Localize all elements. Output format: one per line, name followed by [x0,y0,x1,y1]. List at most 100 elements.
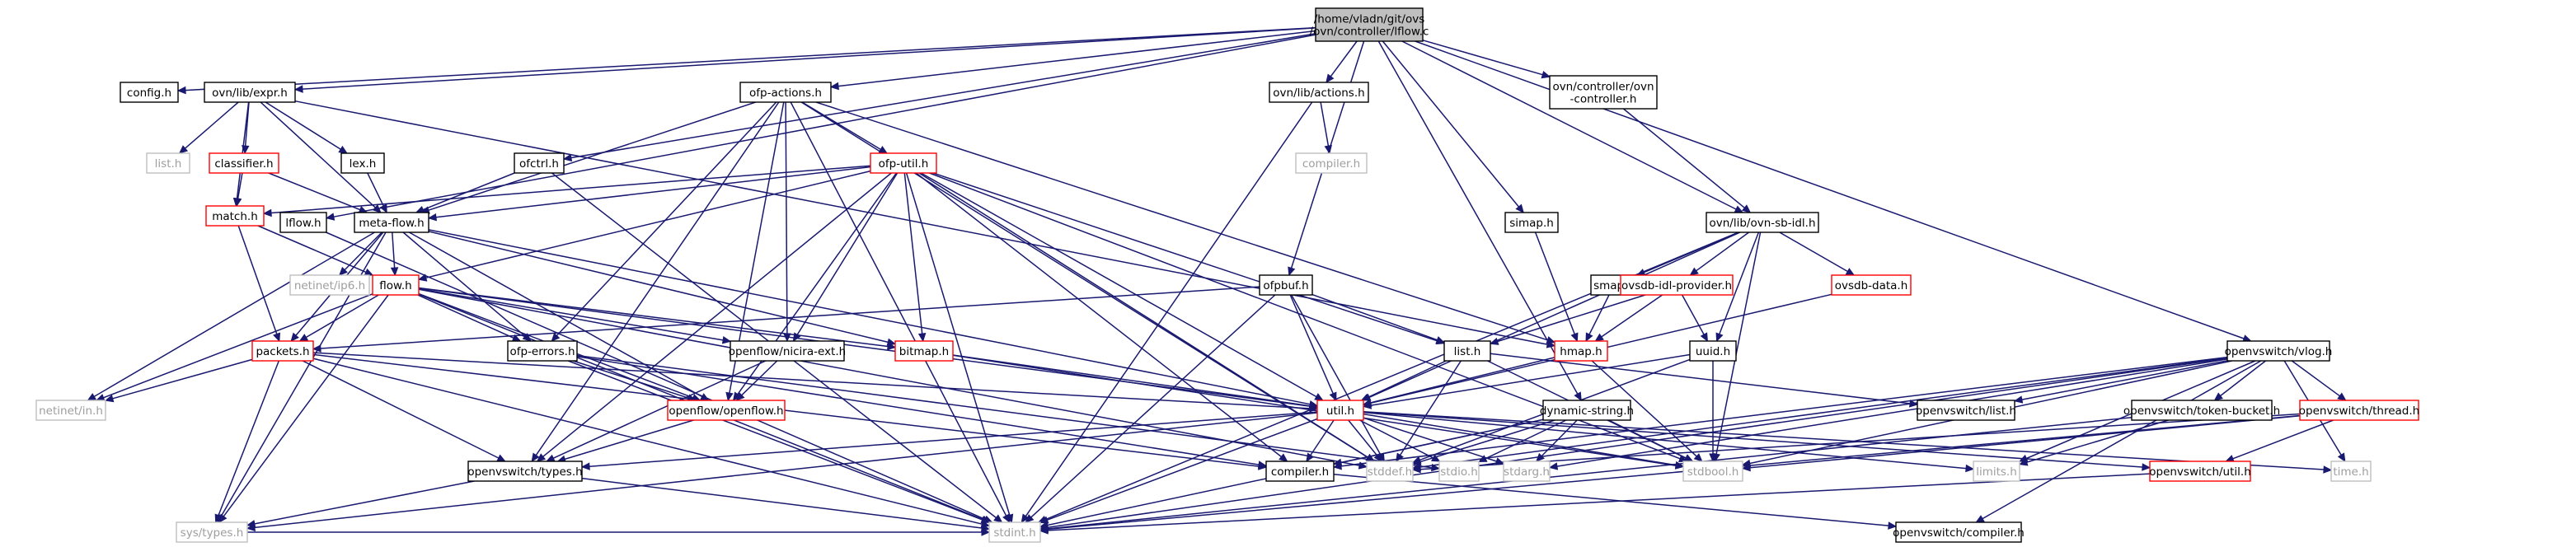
node-meta-flow-h[interactable]: meta-flow.h [354,212,429,233]
arrowhead-ofpbuf_h-to-util_h [1329,391,1337,402]
edge-vlog_h-to-token_bucket_h [2220,360,2266,397]
edge-ofp_util_h-to-stddef_h [918,172,1368,458]
edge-util_h-to-ovs_util_h [1363,411,2143,468]
node-match-h[interactable]: match.h [205,205,265,227]
node-nicira-ext-h[interactable]: openflow/nicira-ext.h [729,340,846,362]
node-box [1503,461,1551,482]
arrowhead-match_h-to-packets_h [273,332,281,343]
arrowhead-dynamic_string_h-to-stdio_h [1477,455,1488,463]
arrowhead-vlog_h-to-thread_h [2337,392,2347,401]
arrowhead-ofpbuf_h-to-list_h [1435,336,1446,344]
edge-flow_h-to-util_h [418,287,1311,407]
edge-lflow_c-to-simap_h [1382,40,1519,208]
node-ofp-util-h[interactable]: ofp-util.h [870,152,937,174]
arrowhead-nicira_ext_h-to-openflow_h [735,392,745,401]
edge-ofp_errors_h-to-compiler_h [576,355,1260,465]
node-label: ofp-actions.h [749,86,822,100]
node-box [667,400,786,421]
node-openflow-h[interactable]: openflow/openflow.h [667,400,786,421]
node-ovs-compiler-h[interactable]: openvswitch/compiler.h [1893,521,2025,543]
edge-packets_h-to-sys_types_h [218,360,279,516]
node-ovn-sb-idl-h[interactable]: ovn/lib/ovn-sb-idl.h [1706,212,1819,233]
edge-packets_h-to-compiler_h [312,353,1260,467]
node-ofp-actions-h[interactable]: ofp-actions.h [739,82,832,103]
node-label: openvswitch/util.h [2149,465,2251,479]
node-expr-h[interactable]: ovn/lib/expr.h [204,82,296,103]
node-ovs-list-h[interactable]: openvswitch/list.h [1916,400,2016,421]
node-ovsdb-data-h[interactable]: ovsdb-data.h [1831,274,1912,296]
arrowhead-packets_h-to-in_h [104,395,115,403]
edge-ofctrl_h-to-meta_flow_h [422,172,515,211]
node-classifier-h[interactable]: classifier.h [209,152,279,174]
edge-token_bucket_h-to-stdint_h [1047,416,2133,530]
node-compiler-h-missing: compiler.h [1295,152,1368,174]
node-box [1554,340,1608,362]
edge-lflow_c-to-config_h [185,26,1316,91]
node-box [988,521,1041,543]
node-ovs-util-h[interactable]: openvswitch/util.h [2149,461,2251,482]
node-stddef-h: stddef.h [1366,461,1414,482]
arrowhead-expr_h-to-lex_h [338,145,348,154]
node-token-bucket-h[interactable]: openvswitch/token-bucket.h [2123,400,2280,421]
arrowhead-ofp_util_h-to-compiler_h [1279,453,1288,462]
node-util-h[interactable]: util.h [1316,400,1364,421]
node-list-h[interactable]: list.h [1443,340,1491,362]
arrowhead-ovn_sb_idl_h-to-ovsdb_data_h [1845,268,1856,276]
node-lflow-h[interactable]: lflow.h [279,212,327,233]
arrowhead-nicira_ext_h-to-types_h [545,454,556,462]
arrowhead-expr_h-to-list_h_missing [178,145,189,154]
node-ovn-controller-h[interactable]: ovn/controller/ovn-controller.h [1549,75,1658,110]
arrowhead-dynamic_string_h-to-compiler_h [1332,458,1343,466]
arrowhead-ofctrl_h-to-meta_flow_h [415,205,425,213]
node-actions-h[interactable]: ovn/lib/actions.h [1269,82,1369,103]
node-label: ofp-errors.h [509,345,575,358]
node-config-h[interactable]: config.h [120,82,179,103]
node-box [1706,212,1819,233]
node-label: stdbool.h [1687,465,1739,479]
node-label: ovsdb-data.h [1835,279,1908,292]
node-dynamic-string-h[interactable]: dynamic-string.h [1540,400,1634,421]
arrowhead-ovn_sb_idl_h-to-uuid_h [1715,332,1724,343]
edge-util_h-to-stdbool_h [1363,413,1677,466]
node-label: /ovn/controller/lflow.c [1310,26,1429,39]
node-types-h[interactable]: openvswitch/types.h [467,461,583,482]
node-simap-h[interactable]: simap.h [1504,212,1559,233]
node-ovsdb-idl-provider-h[interactable]: ovsdb-idl-provider.h [1620,274,1734,296]
edge-flow_h-to-nicira_ext_h [418,288,724,341]
node-label: meta-flow.h [359,217,424,230]
edge-lflow_c-to-ovn_sb_idl_h [1401,40,1737,210]
node-label: compiler.h [1271,465,1329,479]
node-lflow-c[interactable]: /home/vladn/git/ovs/ovn/controller/lflow… [1310,7,1429,42]
edge-bitmap_h-to-stdbool_h [952,354,1677,466]
node-ofpbuf-h[interactable]: ofpbuf.h [1259,274,1313,296]
node-label: simap.h [1509,217,1554,230]
node-label: ofp-util.h [879,157,929,171]
node-hmap-h[interactable]: hmap.h [1554,340,1608,362]
edge-ofpbuf_h-to-stddef_h [1291,294,1382,456]
node-vlog-h[interactable]: openvswitch/vlog.h [2225,340,2333,362]
node-packets-h[interactable]: packets.h [251,340,314,362]
node-bitmap-h[interactable]: bitmap.h [894,340,954,362]
node-lex-h[interactable]: lex.h [340,152,385,174]
edge-ovsdb_idl_provider_h-to-hmap_h [1601,294,1663,338]
arrowhead-ofp_actions_h-to-hmap_h [1546,336,1556,344]
arrowhead-meta_flow_h-to-ipv6_h [338,266,348,276]
node-box [120,82,179,103]
node-ofctrl-h[interactable]: ofctrl.h [514,152,565,174]
edge-expr_h-to-meta_flow_h [260,101,376,208]
node-ofp-errors-h[interactable]: ofp-errors.h [507,340,578,362]
node-box [146,152,190,174]
node-compiler-h[interactable]: compiler.h [1265,461,1335,482]
node-box [1295,152,1368,174]
arrowhead-thread_h-to-stddef_h [1411,465,1421,474]
node-flow-h[interactable]: flow.h [372,274,420,296]
node-label: lex.h [350,157,377,171]
edge-classifier_h-to-match_h [237,172,243,199]
edge-hmap_h-to-stdbool_h [1591,360,1697,457]
arrowhead-ovn_controller_h-to-ovn_sb_idl_h [1741,204,1752,213]
edge-util_h-to-compiler_h [1310,419,1335,456]
node-uuid-h[interactable]: uuid.h [1689,340,1737,362]
edge-vlog_h-to-ovs_list_h [2021,360,2228,400]
arrowhead-lflow_c-to-ovn_controller_h [1541,71,1551,79]
node-thread-h[interactable]: openvswitch/thread.h [2299,400,2419,421]
